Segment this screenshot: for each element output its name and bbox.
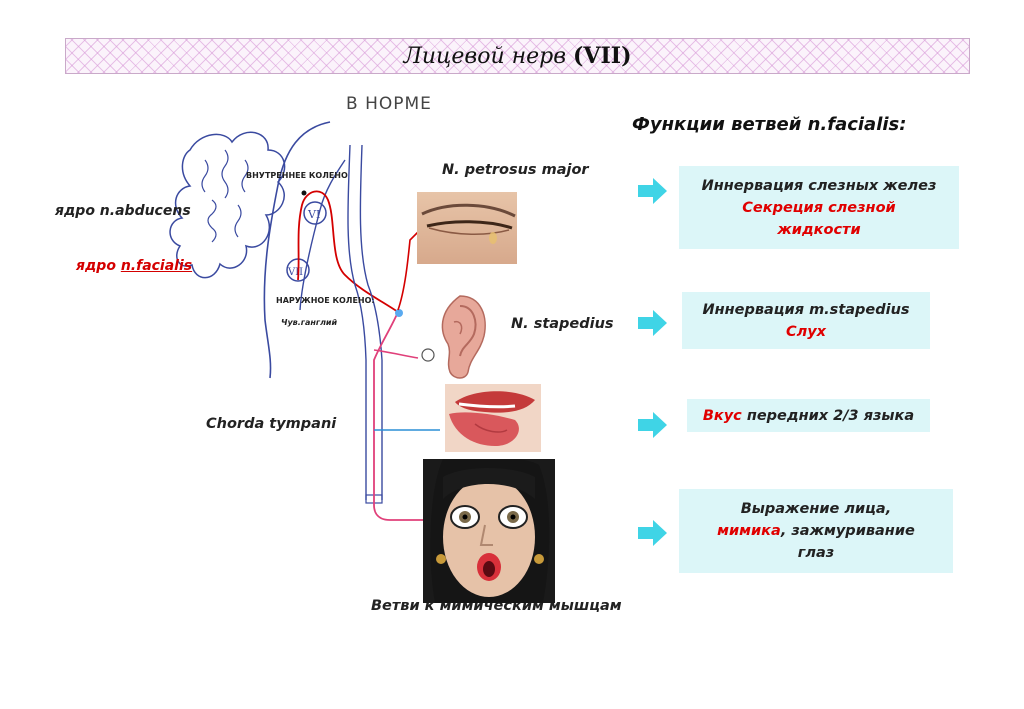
diagram-caption: В НОРМЕ	[346, 94, 432, 114]
arrow-right-icon	[638, 520, 667, 546]
nerve-trunk-left	[347, 144, 367, 500]
brainstem-outline	[263, 121, 331, 379]
taste-rest: передних 2/3 языка	[741, 407, 915, 424]
arrow-right-icon	[638, 310, 667, 336]
label-nucleus-abducens: ядро n.abducens	[55, 203, 191, 219]
mimic-line2: мимика, зажмуривание	[717, 520, 915, 542]
mimic-line2-rest: , зажмуривание	[780, 523, 915, 539]
stapedius-line2: Слух	[785, 323, 827, 340]
cerebellum-outline	[169, 131, 286, 279]
label-nucleus-facialis: ядро n.facialis	[76, 258, 192, 274]
taste-red: Вкус	[702, 407, 742, 424]
brainstem-outline-inner	[299, 159, 346, 311]
ganglion-icon	[395, 309, 403, 317]
mimic-line1: Выражение лица,	[740, 501, 892, 517]
nucleus-facialis-prefix: ядро	[76, 258, 121, 274]
arrow-right-icon	[638, 412, 667, 438]
title-roman: (VII)	[573, 43, 632, 69]
lacrimal-line2: Секреция слезной	[742, 199, 896, 216]
function-box-stapedius: Иннервация m.stapedius Слух	[682, 292, 930, 349]
title-main: Лицевой нерв	[403, 44, 567, 69]
function-box-lacrimal: Иннервация слезных желез Секреция слезно…	[679, 166, 959, 249]
function-box-mimic: Выражение лица, мимика, зажмуривание гла…	[679, 489, 953, 573]
stapedius-line1: Иннервация m.stapedius	[702, 301, 910, 318]
mimic-line2-red: мимика	[717, 523, 781, 539]
label-ganglion: Чув.ганглий	[281, 318, 338, 327]
stapes-icon	[421, 348, 435, 362]
lacrimal-line1: Иннервация слезных желез	[701, 177, 937, 194]
mimic-line3: глаз	[797, 545, 835, 561]
petrosus-branch	[397, 229, 421, 311]
page-title: Лицевой нерв (VII)	[66, 43, 969, 69]
label-petrosus-major: N. petrosus major	[442, 162, 589, 178]
ear-image	[430, 292, 490, 382]
tongue-image	[445, 384, 541, 452]
lacrimal-line3: жидкости	[777, 221, 861, 238]
roman-lower: VII	[287, 267, 303, 278]
arrow-right-icon	[638, 178, 667, 204]
stapedius-branch	[373, 349, 419, 359]
inner-knee-dot	[301, 190, 307, 196]
label-inner-knee: ВНУТРЕННЕЕ КОЛЕНО	[246, 171, 348, 180]
nucleus-facialis-name: n.facialis	[120, 258, 193, 274]
label-stapedius: N. stapedius	[511, 316, 614, 332]
nerve-trunk-right	[359, 144, 383, 500]
functions-heading: Функции ветвей n.facialis:	[632, 114, 907, 135]
function-box-taste: Вкус передних 2/3 языка	[687, 399, 930, 432]
label-outer-knee: НАРУЖНОЕ КОЛЕНО:	[276, 296, 375, 305]
nucleus-abducens-circle	[303, 201, 327, 225]
title-bar: Лицевой нерв (VII)	[65, 38, 970, 74]
facial-nerve-fibre	[297, 190, 399, 313]
cerebellum-folds	[201, 149, 249, 243]
eye-image	[417, 192, 517, 264]
roman-upper: VI	[307, 208, 320, 221]
label-chorda-tympani: Chorda tympani	[206, 416, 337, 432]
face-image	[423, 459, 555, 603]
facial-nerve-descending	[373, 311, 440, 521]
